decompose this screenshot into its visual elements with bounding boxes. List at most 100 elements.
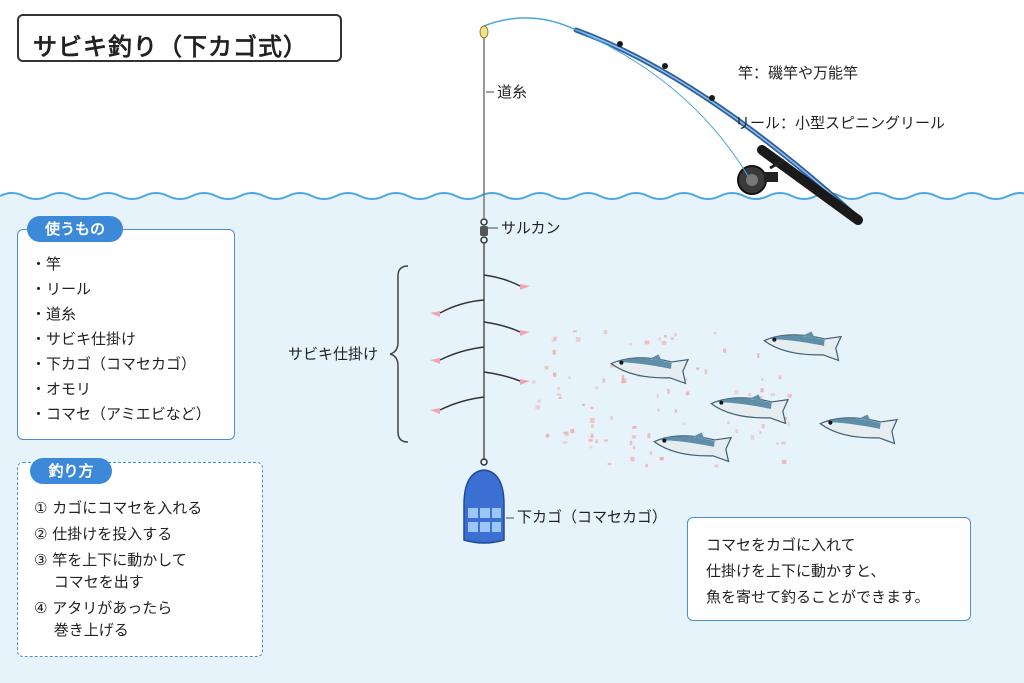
chum-particle xyxy=(661,341,667,345)
chum-particle xyxy=(770,393,775,397)
chum-particle xyxy=(631,435,637,439)
chum-particle xyxy=(595,386,599,390)
chum-particle xyxy=(644,340,650,345)
chum-particle xyxy=(604,439,608,442)
line-guide-path xyxy=(575,29,749,177)
chum-particle xyxy=(735,429,739,433)
chum-particle xyxy=(659,456,664,461)
chum-particle xyxy=(610,364,614,368)
chum-particle xyxy=(683,378,688,381)
steps-panel xyxy=(17,462,263,657)
chum-particle xyxy=(621,378,627,383)
chum-particle xyxy=(535,405,540,410)
sabiki-lures xyxy=(430,284,530,414)
chum-particle xyxy=(607,462,612,466)
chum-particle xyxy=(645,463,649,468)
chum-particle xyxy=(696,367,700,370)
fish-school xyxy=(610,331,899,463)
page-title: サビキ釣り（下カゴ式） xyxy=(33,33,308,61)
items-panel xyxy=(17,229,235,440)
sabiki-branches xyxy=(439,274,521,411)
fish xyxy=(610,354,690,385)
chum-particle xyxy=(714,464,719,468)
chum-particle xyxy=(591,424,594,428)
chum-particle xyxy=(531,380,536,384)
chum-particle xyxy=(544,365,549,370)
chum-particle xyxy=(568,376,571,380)
chum-particle xyxy=(590,406,594,410)
chum-particle xyxy=(602,378,606,383)
chum-particle xyxy=(628,342,633,346)
swivel xyxy=(480,218,488,244)
spinning-reel xyxy=(737,158,785,195)
chum-particle xyxy=(784,417,788,420)
note-box: コマセをカゴに入れて 仕掛けを上下に動かすと、 魚を寄せて釣ることができます。 xyxy=(687,517,971,621)
chum-cage xyxy=(463,458,505,544)
chum-particle xyxy=(748,393,752,396)
chum-particle xyxy=(562,441,568,444)
chum-particle xyxy=(632,426,637,429)
steps-heading: 釣り方 xyxy=(30,458,112,484)
chum-particle xyxy=(778,375,782,379)
rig-label: サビキ仕掛け xyxy=(288,345,379,363)
list-item: ・オモリ xyxy=(31,380,92,398)
chum-particle xyxy=(556,393,562,396)
chum-particle xyxy=(590,433,594,439)
chum-particle xyxy=(589,446,593,449)
chum-particle xyxy=(656,394,659,399)
fish xyxy=(819,414,899,445)
chum-particle xyxy=(575,337,581,342)
list-item: ・道糸 xyxy=(31,305,77,323)
chum-particle xyxy=(682,422,686,425)
swivel-label: サルカン xyxy=(501,219,561,237)
list-item: ・リール xyxy=(31,280,92,298)
chum-particle xyxy=(734,390,739,395)
chum-particle xyxy=(610,416,613,421)
note-line: 仕掛けを上下に動かすと、 xyxy=(706,562,886,580)
chum-particle xyxy=(759,395,763,400)
chum-particle xyxy=(658,337,662,341)
chum-particle xyxy=(589,417,595,423)
chum-particle xyxy=(760,388,764,393)
line-to-tip xyxy=(483,17,577,31)
chum-particle xyxy=(553,336,557,341)
cage-label: 下カゴ（コマセカゴ） xyxy=(517,508,668,526)
chum-particle xyxy=(757,353,760,358)
chum-particle xyxy=(667,389,670,394)
chum-particle xyxy=(629,440,633,446)
water-surface-line xyxy=(0,192,1024,200)
step-item: ④ アタリがあったら xyxy=(34,599,173,617)
chum-particle xyxy=(761,378,764,381)
chum-particle xyxy=(551,339,555,343)
line-top-ring xyxy=(479,25,489,39)
chum-particle xyxy=(558,396,562,399)
step-item: ③ 竿を上下に動かして xyxy=(34,551,187,569)
chum-particle xyxy=(663,334,667,338)
note-line: コマセをカゴに入れて xyxy=(706,536,856,554)
step-item: コマセを出す xyxy=(34,573,144,591)
chum-particle xyxy=(553,372,557,377)
chum-particle xyxy=(723,348,726,353)
fishing-rod xyxy=(573,27,863,225)
chum-particle xyxy=(649,451,652,455)
chum-particle xyxy=(704,369,708,375)
chum-particle xyxy=(603,330,608,335)
list-item: ・コマセ（アミエビなど） xyxy=(31,405,211,423)
step-item: ① カゴにコマセを入れる xyxy=(34,499,203,517)
chum-particle xyxy=(787,393,793,398)
rod-label: 竿：磯竿や万能竿 xyxy=(738,64,859,82)
chum-particle xyxy=(759,431,762,435)
title-box: サビキ釣り（下カゴ式） xyxy=(17,14,342,62)
chum-particle xyxy=(570,429,575,433)
chum-particle xyxy=(776,442,780,445)
chum-particle xyxy=(621,374,625,380)
items-heading: 使うもの xyxy=(27,216,123,242)
chum-particle xyxy=(781,459,787,464)
chum-particle xyxy=(674,409,678,413)
list-item: ・竿 xyxy=(31,255,62,273)
fish xyxy=(763,331,843,362)
line-label: 道糸 xyxy=(497,83,528,101)
list-item: ・下カゴ（コマセカゴ） xyxy=(31,355,197,373)
chum-particle xyxy=(545,433,550,438)
